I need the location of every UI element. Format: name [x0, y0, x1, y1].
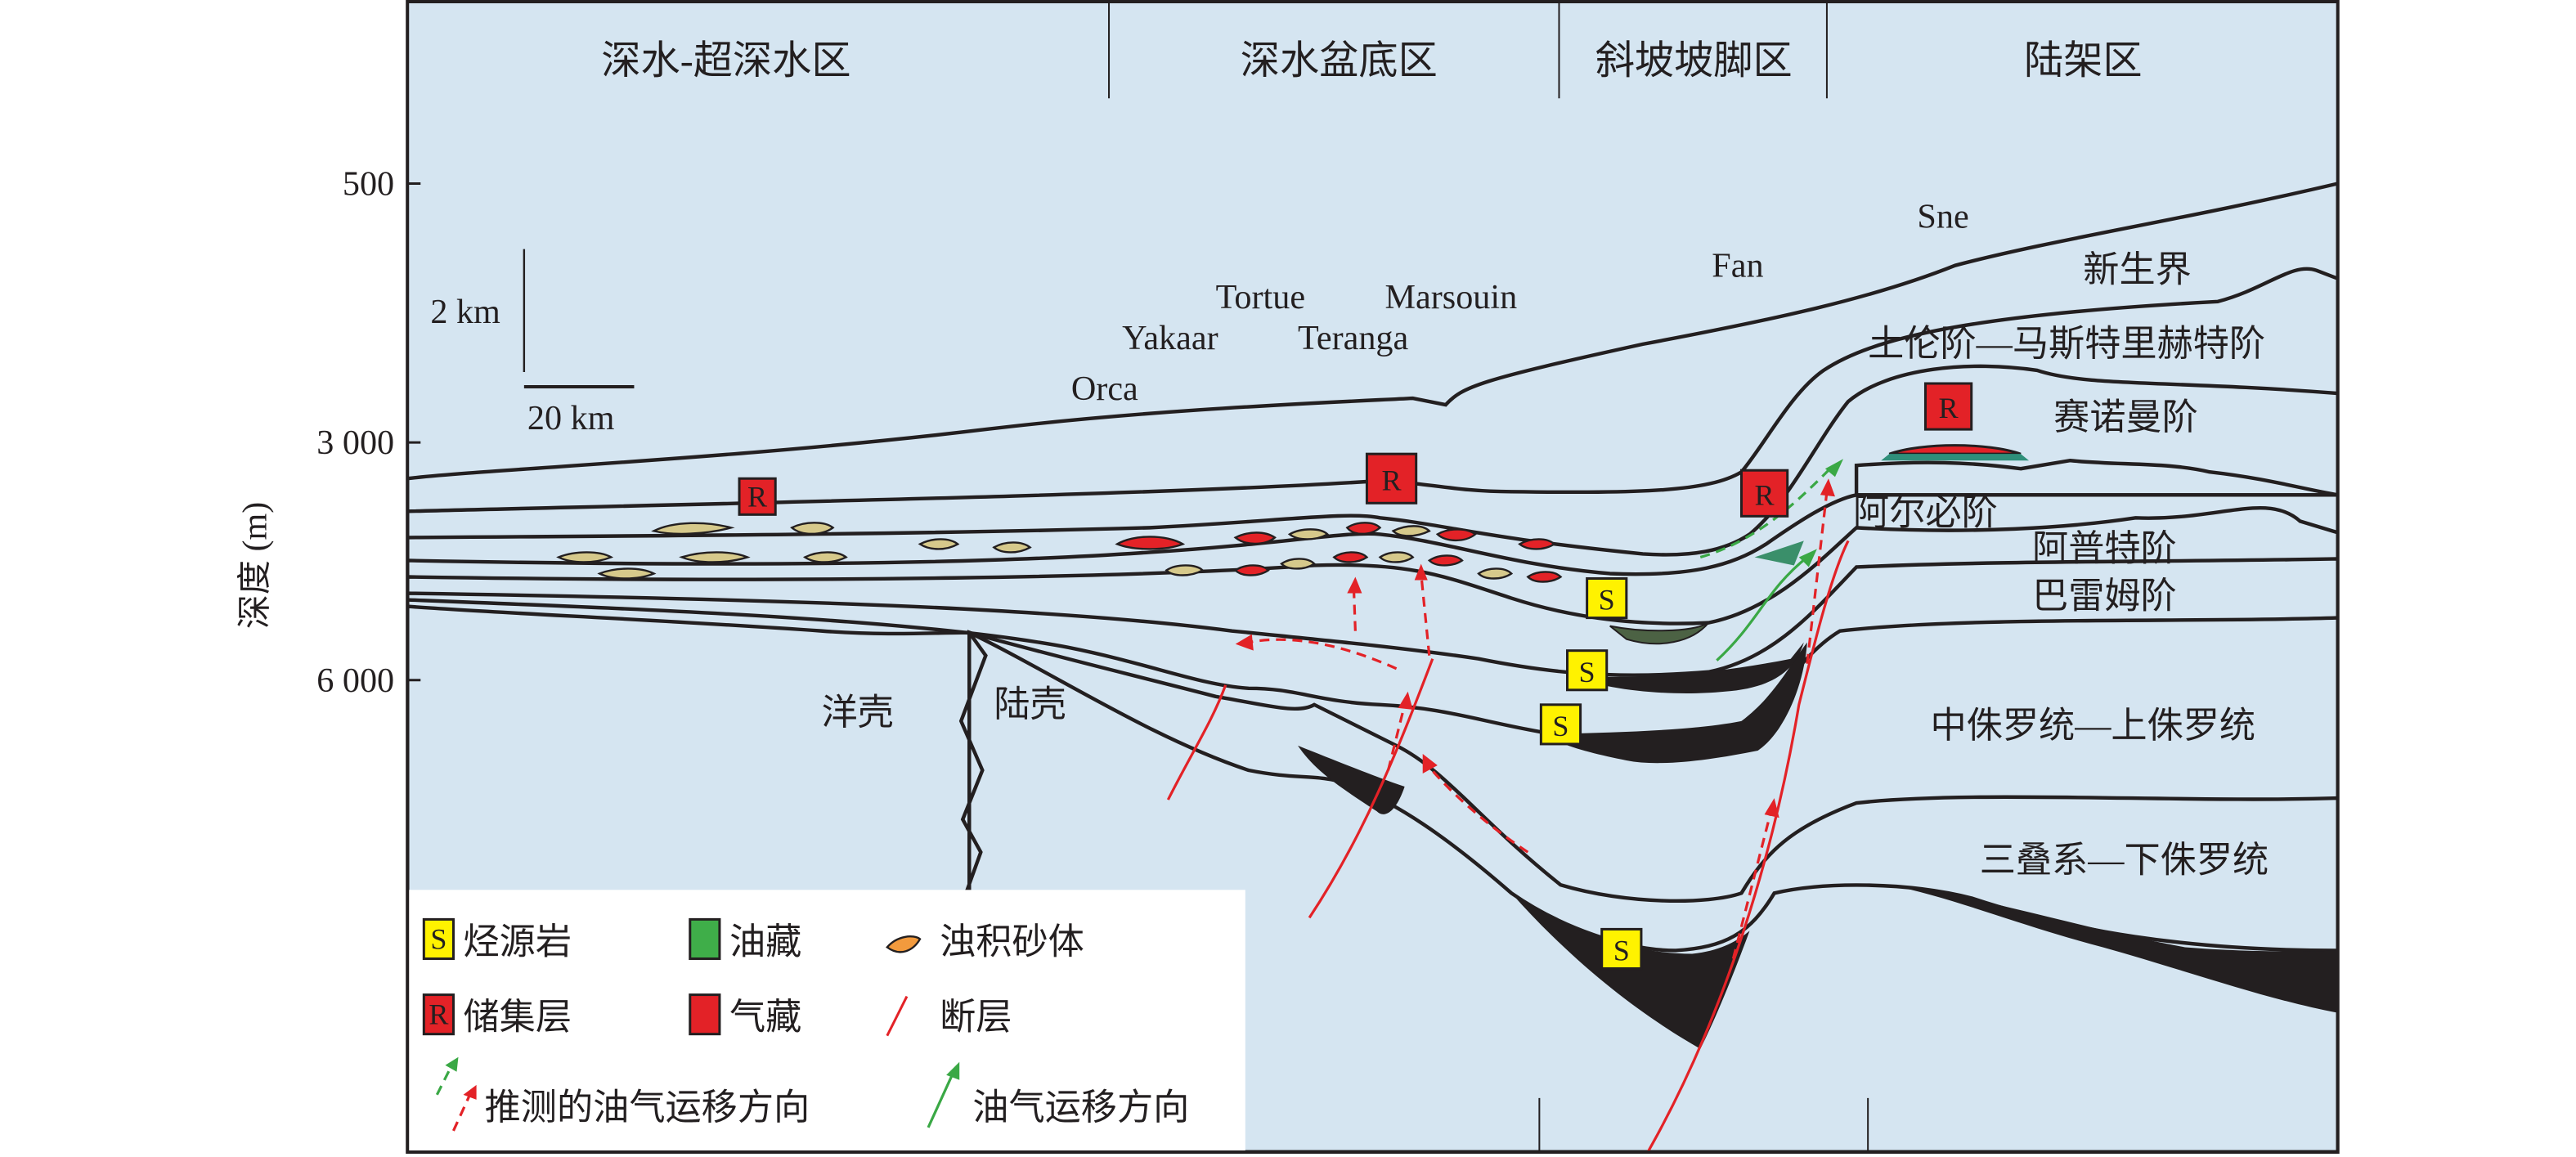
source-rock-upper [1568, 642, 1804, 694]
svg-text:S: S [1599, 584, 1615, 617]
legend-source-rock: 烃源岩 [464, 922, 572, 962]
depth-tick: 500 [343, 165, 394, 204]
zone-label: 陆架区 [2024, 39, 2143, 83]
legend-gas: 气藏 [729, 998, 801, 1038]
legend-migration: 油气运移方向 [972, 1087, 1189, 1128]
svg-text:S: S [1552, 710, 1568, 742]
layer-label: 陆壳 [994, 684, 1066, 724]
layer-albian [407, 493, 2338, 1152]
oil-stripe [1881, 454, 2030, 461]
depth-axis-label: 深度 (m) [236, 502, 274, 629]
albian-sand-wedge [1854, 458, 2338, 497]
source-rock-triassic-center [1511, 893, 1750, 1049]
source-rock-basin [1544, 642, 1807, 764]
reservoir-markers: R R R R [738, 382, 1973, 518]
gas-reservoirs [1115, 522, 1563, 583]
legend-inferred-migration: 推测的油气运移方向 [485, 1087, 810, 1128]
svg-text:R: R [1939, 392, 1959, 424]
oceanic-crust [407, 604, 988, 895]
faults [1166, 540, 1850, 1152]
field-label: Marsouin [1385, 278, 1518, 316]
field-label: Fan [1712, 247, 1763, 285]
oil-pocket-slope [1754, 540, 1804, 566]
svg-text:S: S [1579, 656, 1595, 688]
layer-aptian [407, 505, 2338, 1152]
source-rock-triassic-left [1298, 745, 1405, 814]
field-label: Tortue [1216, 278, 1305, 316]
source-rock-markers: S S S S [1539, 576, 1643, 971]
oil-pocket-dark [1609, 621, 1710, 645]
layer-cenomanian [407, 364, 2338, 1152]
layer-label: 三叠系—下侏罗统 [1980, 840, 2269, 880]
svg-text:S: S [430, 922, 447, 955]
frame [406, 0, 2340, 1154]
legend-oil: 油藏 [729, 922, 801, 962]
legend-fault: 断层 [940, 998, 1012, 1038]
svg-text:S: S [1613, 935, 1630, 967]
legend-turbidite: 浊积砂体 [940, 922, 1084, 962]
zone-label: 斜坡坡脚区 [1595, 39, 1793, 83]
svg-text:R: R [1755, 478, 1775, 511]
layer-barremian [407, 557, 2338, 1152]
layer-label: 洋壳 [821, 693, 893, 733]
field-label: Teranga [1298, 319, 1408, 357]
source-rock-triassic-right [1889, 885, 2338, 1013]
layer-label: 巴雷姆阶 [2032, 576, 2177, 617]
zone-label: 深水盆底区 [1241, 39, 1438, 83]
svg-text:R: R [429, 998, 449, 1031]
layer-cenozoic [407, 182, 2338, 1152]
field-label: Orca [1071, 370, 1138, 408]
turbidite-sands [556, 522, 1514, 580]
zone-label: 深水-超深水区 [601, 39, 850, 83]
layer-label: 中侏罗统—上侏罗统 [1930, 706, 2255, 746]
svg-text:R: R [747, 480, 768, 513]
layer-label: 阿普特阶 [2032, 528, 2177, 568]
layer-triassic [967, 630, 2338, 1152]
field-label: Yakaar [1122, 319, 1218, 357]
scale-vertical-label: 2 km [430, 293, 500, 331]
legend-reservoir: 储集层 [464, 998, 572, 1038]
depth-tick: 3 000 [316, 424, 394, 462]
scale-horizontal-label: 20 km [527, 399, 615, 437]
field-label: Sne [1917, 198, 1968, 236]
layer-turonian-maastrichtian [407, 267, 2338, 1152]
gas-dome [1888, 444, 2022, 455]
layer-label: 阿尔必阶 [1853, 492, 1998, 532]
legend: S 烃源岩 油藏 浊积砂体 R 储集层 气藏 断层 推测的油气运移方向 油气运移… [409, 890, 1245, 1150]
layer-label: 新生界 [2083, 250, 2192, 290]
layer-label: 赛诺曼阶 [2053, 397, 2198, 437]
svg-text:R: R [1382, 464, 1402, 496]
migration-arrows [1235, 459, 1844, 959]
layer-label: 土伦阶—马斯特里赫特阶 [1868, 324, 2265, 364]
depth-tick: 6 000 [316, 661, 394, 700]
